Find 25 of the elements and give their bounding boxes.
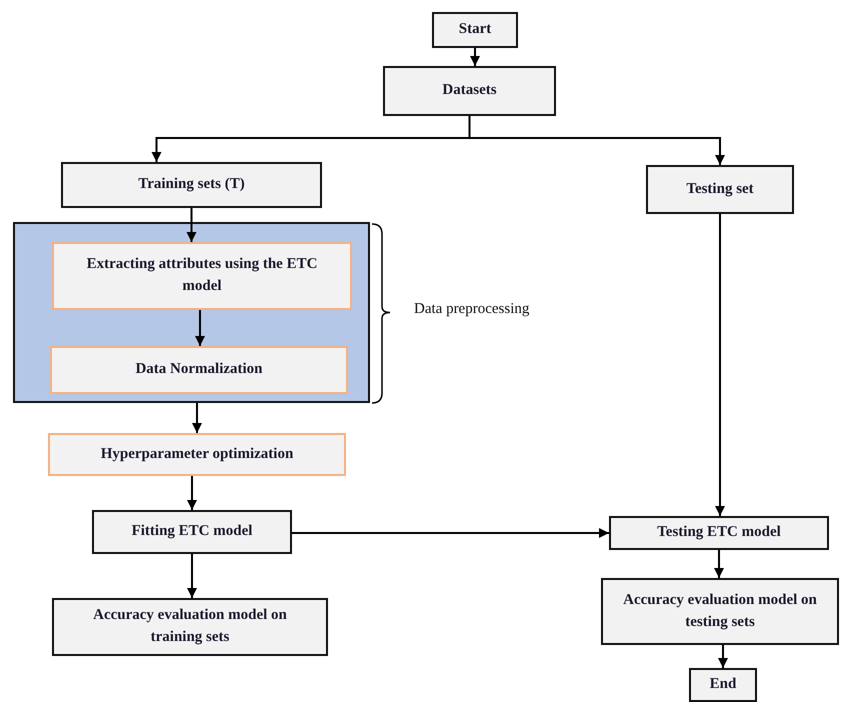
process-box: Hyperparameter optimization	[48, 433, 346, 476]
arrow	[187, 554, 197, 598]
process-box: Datasets	[383, 66, 556, 116]
process-box: Extracting attributes using the ETC model	[52, 242, 352, 310]
arrow	[187, 476, 197, 510]
arrow	[186, 208, 196, 242]
process-box: Testing ETC model	[609, 516, 829, 550]
process-box: Testing set	[646, 165, 794, 214]
process-box: Training sets (T)	[61, 162, 322, 208]
arrow	[195, 310, 205, 346]
arrow	[468, 116, 725, 165]
process-box: End	[689, 668, 757, 702]
process-box: Data Normalization	[50, 346, 348, 394]
arrow	[292, 528, 609, 538]
arrow	[714, 550, 724, 578]
process-box: Start	[432, 12, 518, 48]
process-box: Fitting ETC model	[92, 510, 292, 554]
process-box: Accuracy evaluation model on testing sets	[601, 578, 839, 645]
arrow	[718, 645, 728, 668]
arrow	[470, 48, 480, 66]
group-box	[13, 222, 370, 403]
bracket-label: Data preprocessing	[414, 300, 530, 318]
arrow	[715, 214, 725, 516]
process-box: Accuracy evaluation model on training sets	[52, 598, 328, 656]
arrow	[192, 403, 202, 433]
